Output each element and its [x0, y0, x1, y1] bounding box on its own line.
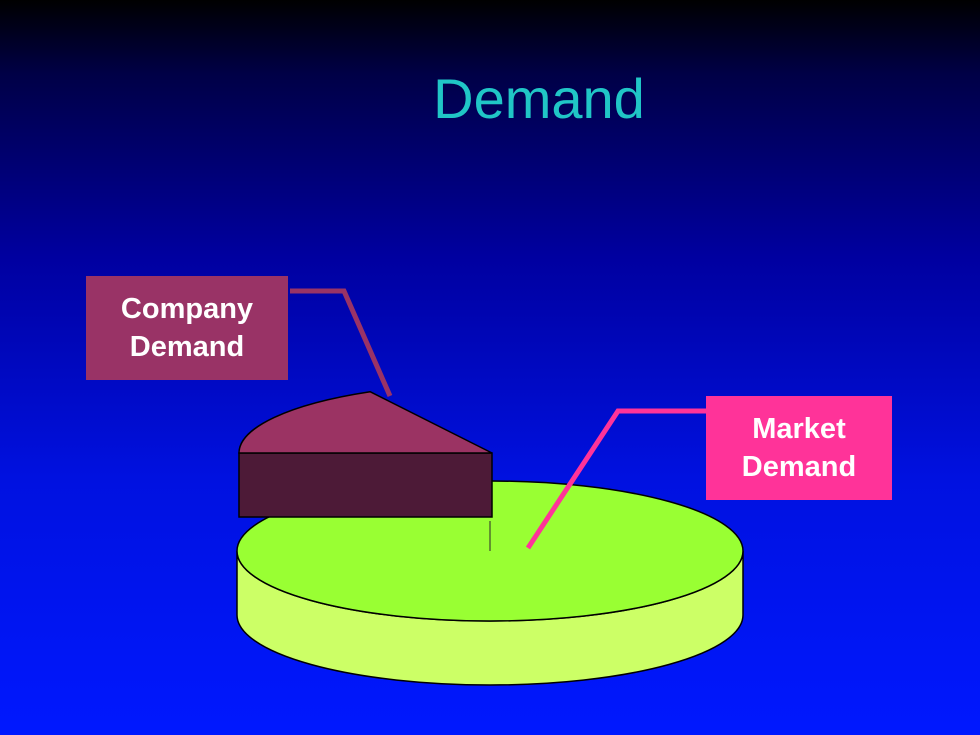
leader-lines — [290, 288, 706, 550]
company-demand-label-line-1: Company — [120, 293, 254, 325]
market-demand-label-line-2: Demand — [741, 451, 857, 483]
company-demand-slice-group — [238, 390, 493, 518]
company-demand-slice-side — [238, 452, 493, 518]
chart-title: Demand — [433, 67, 645, 130]
company-demand-label: Company Demand — [86, 276, 288, 380]
company-demand-slice-top — [238, 390, 493, 454]
company-demand-leader-line — [290, 288, 393, 398]
company-demand-label-line-2: Demand — [129, 331, 245, 363]
market-demand-leader-line — [525, 408, 706, 550]
market-demand-label-line-1: Market — [752, 413, 846, 445]
market-demand-label: Market Demand — [706, 396, 892, 500]
